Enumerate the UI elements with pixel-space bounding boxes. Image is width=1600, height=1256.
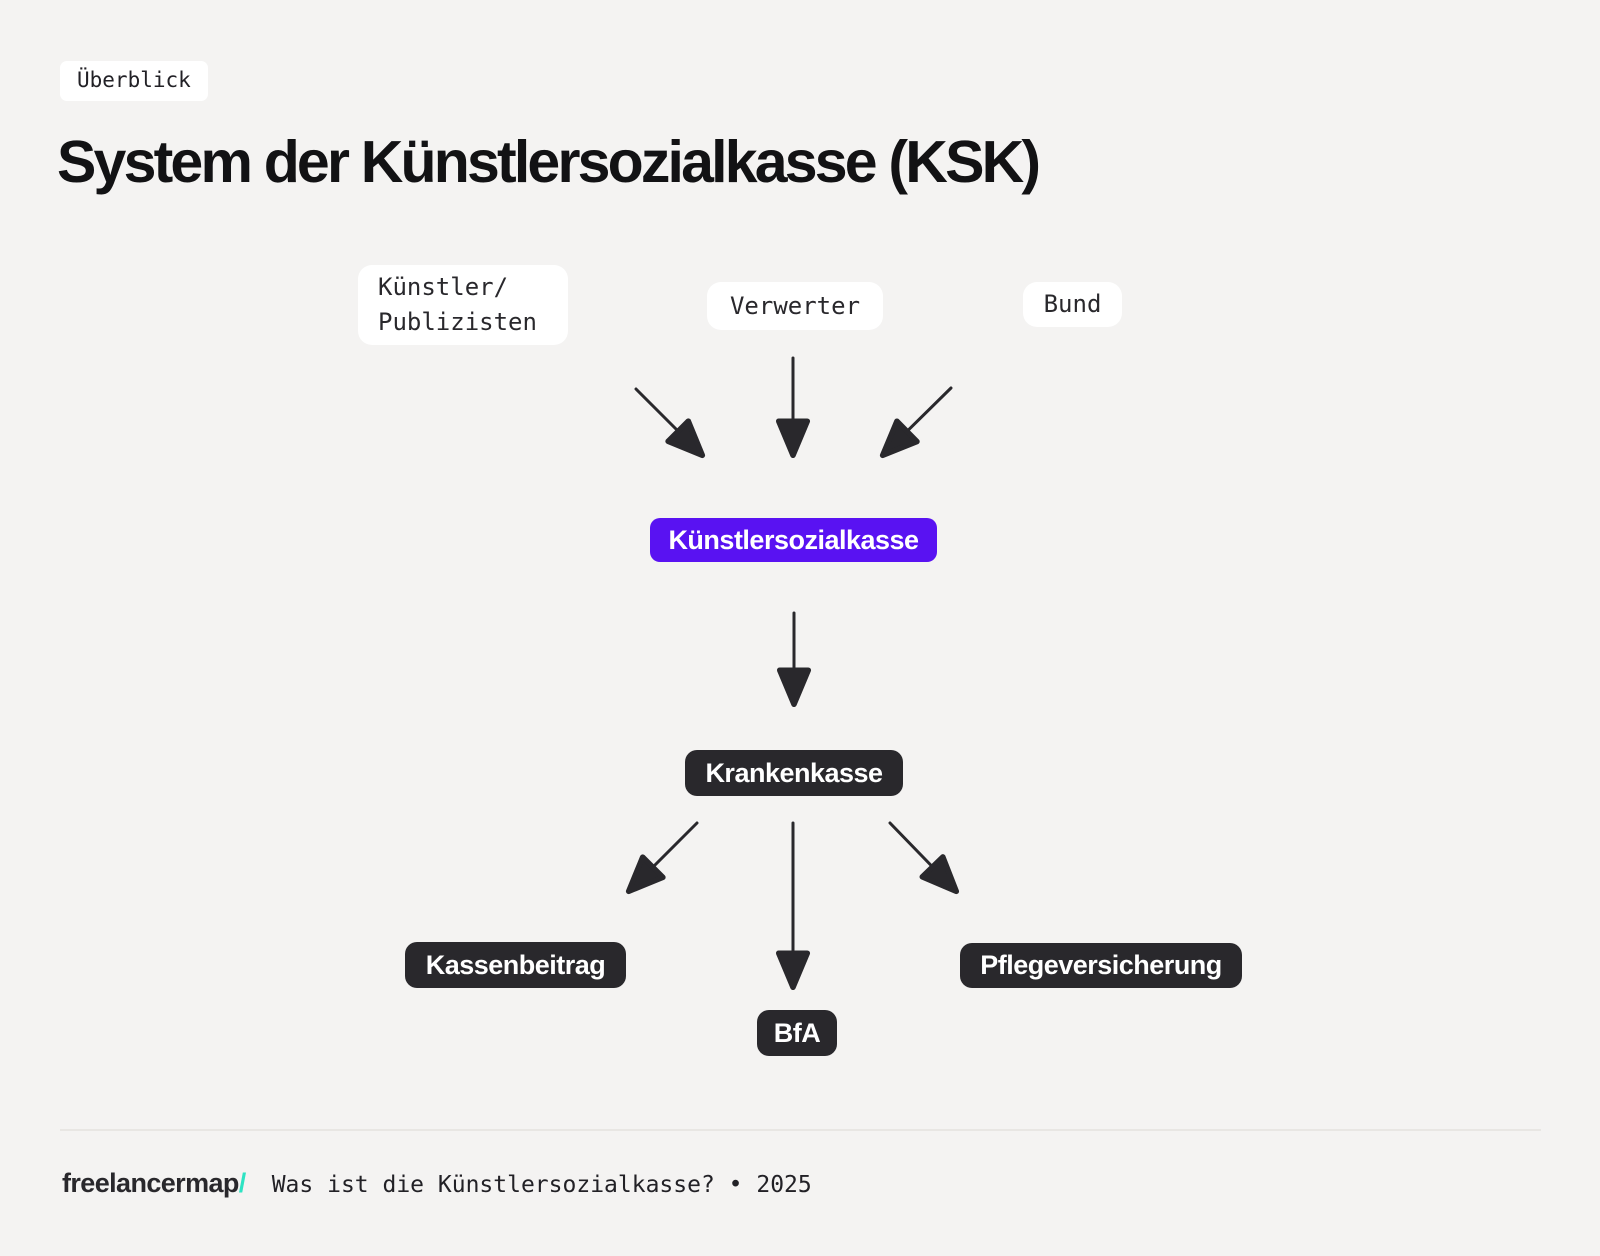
- footer: freelancermap/ Was ist die Künstlersozia…: [62, 1168, 812, 1199]
- arrow-bund-to-ksk: [879, 386, 953, 459]
- node-bfa: BfA: [757, 1010, 837, 1056]
- logo-slash: /: [238, 1168, 246, 1198]
- freelancermap-logo: freelancermap/: [62, 1168, 246, 1199]
- node-kassenbeitrag: Kassenbeitrag: [405, 942, 626, 988]
- arrow-krankenkasse-to-kassenbeitrag: [625, 821, 699, 895]
- arrow-kuenstler-to-ksk: [634, 387, 706, 459]
- arrow-krankenkasse-to-pflege: [888, 821, 960, 895]
- footer-caption: Was ist die Künstlersozialkasse? • 2025: [271, 1172, 812, 1198]
- node-kuenstlersozialkasse: Künstlersozialkasse: [650, 518, 937, 562]
- logo-text: freelancermap: [62, 1168, 239, 1198]
- page-title: System der Künstlersozialkasse (KSK): [57, 129, 1041, 195]
- node-bund: Bund: [1023, 282, 1122, 327]
- node-kuenstler-publizisten: Künstler/ Publizisten: [358, 265, 568, 345]
- overview-badge: Überblick: [60, 61, 208, 101]
- node-verwerter: Verwerter: [707, 282, 883, 330]
- node-pflegeversicherung: Pflegeversicherung: [960, 943, 1242, 988]
- node-krankenkasse: Krankenkasse: [685, 750, 903, 796]
- footer-divider: [60, 1129, 1541, 1131]
